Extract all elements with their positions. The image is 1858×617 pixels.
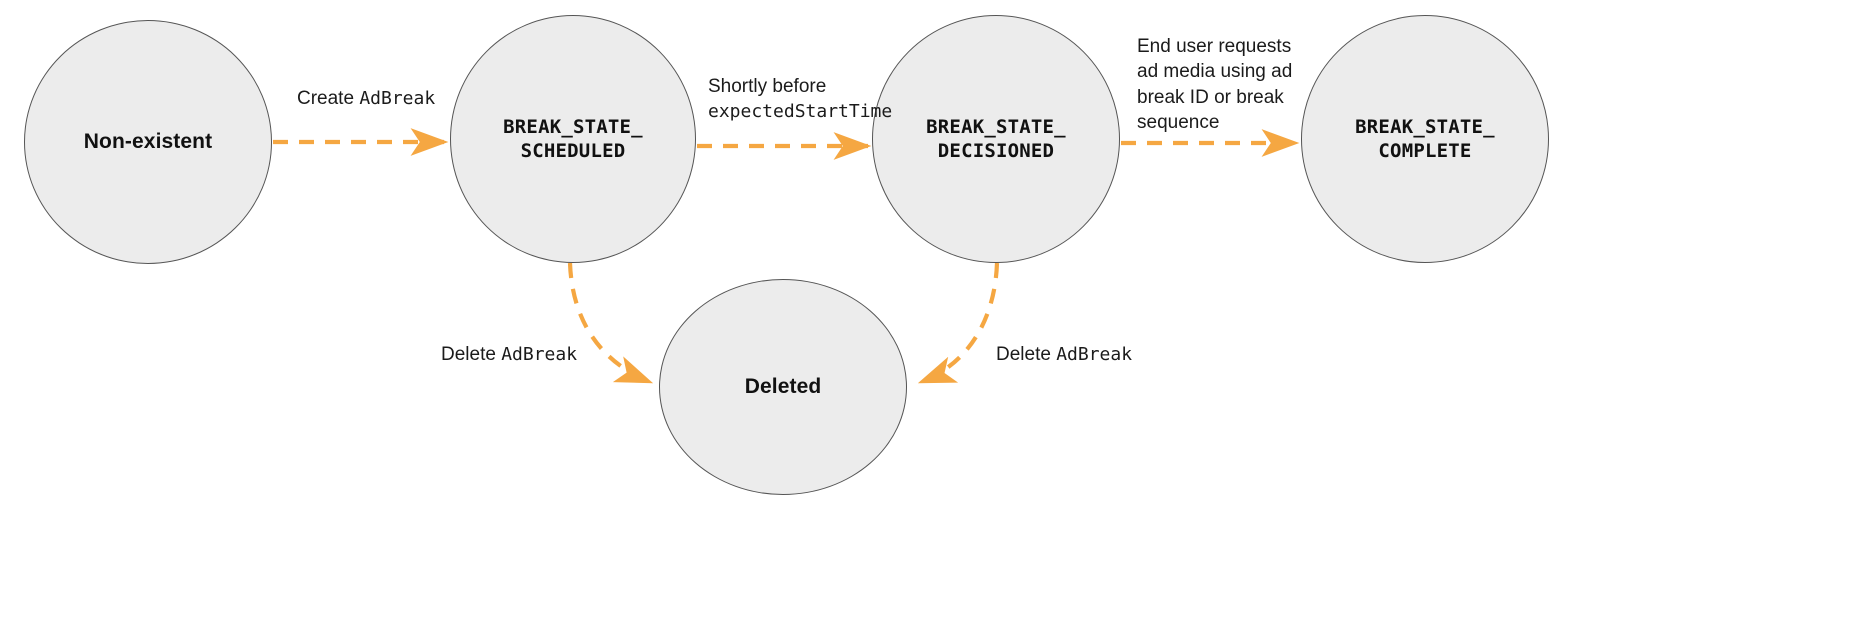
state-node-break-state-scheduled[interactable]: BREAK_STATE_ SCHEDULED: [450, 15, 696, 263]
state-node-label: Deleted: [744, 374, 822, 398]
state-node-break-state-complete[interactable]: BREAK_STATE_ COMPLETE: [1301, 15, 1549, 263]
edge-label-code: AdBreak: [501, 344, 578, 365]
state-node-label: BREAK_STATE_ COMPLETE: [1355, 115, 1495, 162]
state-node-label: BREAK_STATE_ SCHEDULED: [503, 115, 643, 162]
edge-delete-adbreak-from-decisioned: [917, 262, 1000, 384]
edge-label-code: AdBreak: [359, 88, 436, 109]
state-node-label: Non-existent: [83, 129, 213, 153]
edge-label-shortly-before-expected-start-time: Shortly before expectedStartTime: [708, 74, 892, 125]
state-node-deleted[interactable]: Deleted: [659, 279, 907, 495]
state-node-non-existent[interactable]: Non-existent: [24, 20, 272, 264]
edge-label-text: Create: [297, 88, 360, 109]
edge-label-text: Shortly before: [708, 76, 827, 97]
state-node-break-state-decisioned[interactable]: BREAK_STATE_ DECISIONED: [872, 15, 1120, 263]
edge-label-code: AdBreak: [1056, 344, 1133, 365]
edge-label-text: Delete: [441, 344, 502, 365]
edge-label-delete-adbreak-from-decisioned: Delete AdBreak: [996, 342, 1132, 367]
edge-label-code: expectedStartTime: [708, 101, 893, 123]
edge-label-create-adbreak: Create AdBreak: [297, 86, 435, 111]
edge-label-delete-adbreak-from-scheduled: Delete AdBreak: [441, 342, 577, 367]
state-node-label: BREAK_STATE_ DECISIONED: [926, 115, 1066, 162]
edge-label-text: Delete: [996, 344, 1057, 365]
edge-label-end-user-requests-ad-media: End user requests ad media using ad brea…: [1137, 34, 1292, 135]
edge-delete-adbreak-from-scheduled: [567, 262, 654, 384]
edge-label-text: End user requests ad media using ad brea…: [1137, 36, 1293, 133]
